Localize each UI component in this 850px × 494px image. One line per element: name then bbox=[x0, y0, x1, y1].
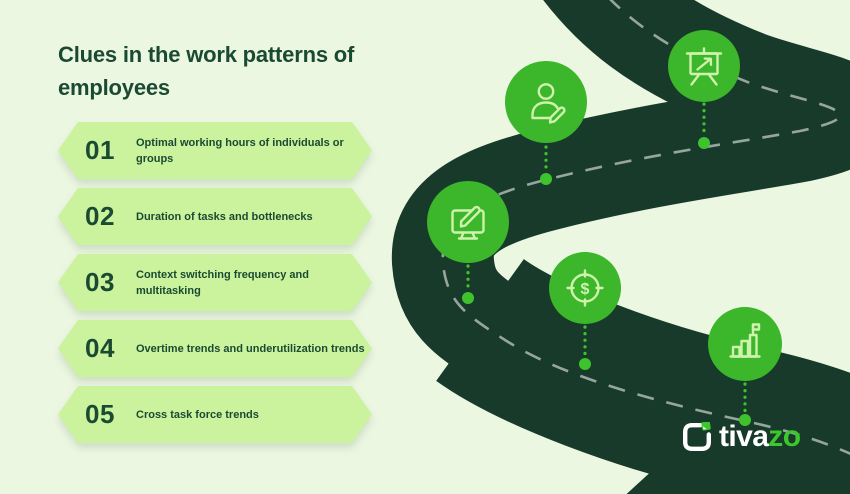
clue-banner-4: 04 Overtime trends and underutilization … bbox=[58, 320, 372, 377]
clue-label: Cross task force trends bbox=[136, 408, 259, 421]
logo-accent-square bbox=[701, 422, 711, 431]
logo-text-accent: zo bbox=[768, 420, 801, 453]
milestone-dollar-target: $ bbox=[549, 252, 621, 324]
list-item: 05 Cross task force trends bbox=[58, 386, 372, 443]
dollar-target-icon: $ bbox=[566, 269, 604, 307]
clue-number: 01 bbox=[85, 135, 115, 165]
road-center-dashes bbox=[441, 0, 850, 456]
bar-chart-flag-icon bbox=[729, 323, 761, 358]
presentation-board-arrow-icon bbox=[685, 47, 723, 86]
milestone-user-edit bbox=[505, 61, 587, 143]
logo-text-primary: tiva bbox=[719, 420, 769, 453]
milestone-bar-chart bbox=[708, 307, 782, 381]
milestone-presentation bbox=[668, 30, 740, 102]
monitor-edit-icon bbox=[451, 205, 485, 240]
clue-number: 05 bbox=[85, 399, 115, 429]
clue-label: Overtime trends and underutilization tre… bbox=[136, 342, 365, 355]
anchor-dot bbox=[579, 358, 591, 370]
page-title: Clues in the work patterns of employees bbox=[58, 42, 355, 100]
clue-number: 03 bbox=[85, 267, 115, 297]
user-edit-icon bbox=[531, 83, 566, 124]
clue-number: 02 bbox=[85, 201, 115, 231]
milestone-circle bbox=[505, 61, 587, 143]
tivazo-mark-icon bbox=[683, 422, 711, 451]
milestone-circle bbox=[668, 30, 740, 102]
clue-banner-5: 05 Cross task force trends bbox=[58, 386, 372, 443]
road-path bbox=[391, 0, 850, 494]
list-item: 02 Duration of tasks and bottlenecks bbox=[58, 188, 372, 245]
milestone-circle bbox=[549, 252, 621, 324]
list-item: 04 Overtime trends and underutilization … bbox=[58, 320, 372, 377]
tivazo-logo: tivazo bbox=[682, 420, 801, 453]
clue-banner-1: 01 Optimal working hours of individuals … bbox=[58, 122, 372, 179]
anchor-dot bbox=[462, 292, 474, 304]
milestone-circle bbox=[708, 307, 782, 381]
clue-number: 04 bbox=[85, 333, 115, 363]
logo-wordmark: tivazo bbox=[719, 420, 801, 453]
clue-banner-3: 03 Context switching frequency and multi… bbox=[58, 254, 372, 311]
milestone-anchor-dots bbox=[462, 137, 751, 426]
milestone-circle bbox=[427, 181, 509, 263]
clues-list: 01 Optimal working hours of individuals … bbox=[58, 122, 372, 452]
dollar-symbol: $ bbox=[581, 281, 590, 298]
list-item: 03 Context switching frequency and multi… bbox=[58, 254, 372, 311]
list-item: 01 Optimal working hours of individuals … bbox=[58, 122, 372, 179]
clue-label: Duration of tasks and bottlenecks bbox=[136, 210, 313, 223]
clue-banner-2: 02 Duration of tasks and bottlenecks bbox=[58, 188, 372, 245]
anchor-dot bbox=[698, 137, 710, 149]
clue-label: Optimal working hours of individuals or … bbox=[136, 136, 344, 165]
anchor-dot bbox=[540, 173, 552, 185]
clue-label: Context switching frequency and multitas… bbox=[136, 268, 309, 297]
milestone-monitor-edit bbox=[427, 181, 509, 263]
milestone-connectors bbox=[466, 102, 747, 415]
